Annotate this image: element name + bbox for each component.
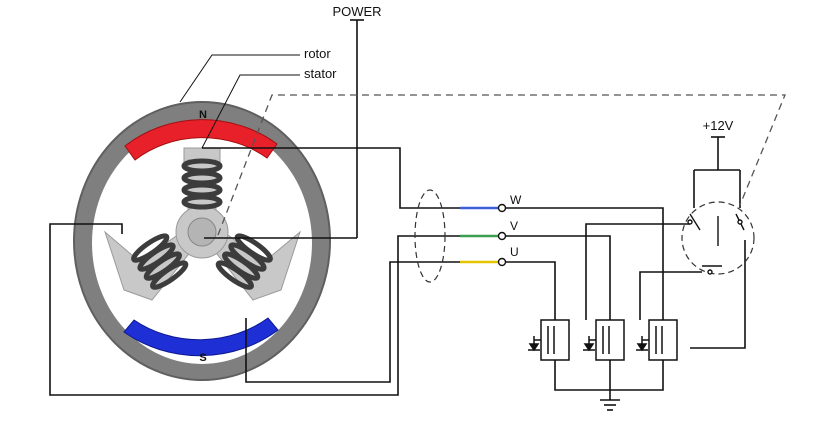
phase-bundle-outline — [414, 189, 446, 283]
rotor-hub — [187, 217, 217, 247]
motor: N S — [73, 101, 331, 381]
phase-u-label: U — [510, 245, 519, 259]
south-pole-label: S — [199, 352, 206, 364]
north-pole-label: N — [199, 109, 207, 121]
plus12v-label: +12V — [703, 118, 734, 133]
stator-label: stator — [304, 66, 337, 81]
rotor-label: rotor — [304, 46, 331, 61]
mosfet-v — [583, 319, 625, 361]
rotor-pointer — [179, 54, 300, 103]
phase-v-label: V — [510, 219, 518, 233]
stator-coils — [131, 158, 273, 290]
mosfet-w — [636, 319, 678, 361]
terminal-u — [497, 257, 507, 267]
terminal-v — [497, 231, 507, 241]
mosfet-array — [528, 319, 678, 361]
terminal-w — [497, 203, 507, 213]
stator-pointer — [201, 74, 300, 149]
power-label: POWER — [332, 4, 381, 19]
mosfet-u — [528, 319, 570, 361]
south-pole-magnet — [123, 317, 279, 357]
hall-sensor-switches — [681, 201, 755, 275]
phase-w-label: W — [510, 193, 522, 207]
wiring — [49, 19, 746, 411]
sensor-link-dashed — [217, 94, 786, 236]
north-pole-magnet — [124, 119, 278, 161]
